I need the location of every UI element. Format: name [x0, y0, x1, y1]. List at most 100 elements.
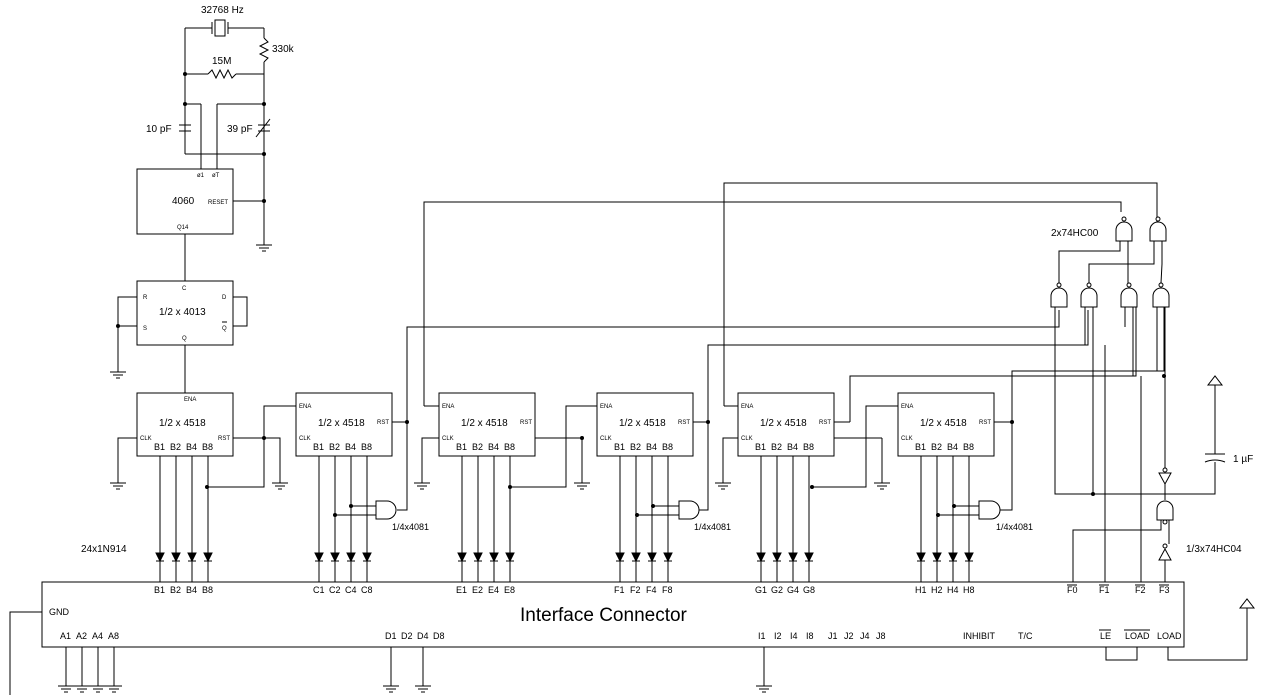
svg-text:D: D: [222, 295, 227, 301]
inverter-chip-label: 1/3x74HC04: [1186, 544, 1242, 555]
counter-ena-pin: ENA: [741, 404, 753, 410]
counter-rst-pin: RST: [979, 420, 991, 426]
load-label: LOAD: [1157, 631, 1182, 641]
counter-output-pin: B2: [329, 442, 340, 452]
counter-output-pin: B4: [787, 442, 798, 452]
connector-pin: B2: [170, 585, 181, 595]
counter-5: [737, 392, 835, 457]
counter-ena-pin: ENA: [442, 404, 454, 410]
connector-pin: H4: [947, 585, 959, 595]
connector-pin: H2: [931, 585, 943, 595]
gnd-label: GND: [49, 607, 70, 617]
counter-clk-pin: CLK: [901, 436, 913, 442]
counter-name: 1/2 x 4518: [159, 418, 206, 429]
counter-name: 1/2 x 4518: [920, 418, 967, 429]
connector-pin: I8: [806, 631, 814, 641]
diode: [772, 552, 782, 563]
connector-pin: E8: [504, 585, 515, 595]
inhibit-label: INHIBIT: [963, 631, 996, 641]
counter-name: 1/2 x 4518: [318, 418, 365, 429]
counter-output-pin: B4: [345, 442, 356, 452]
counter-output-pin: B2: [472, 442, 483, 452]
connector-pin: J2: [844, 631, 854, 641]
counter-output-pin: B4: [488, 442, 499, 452]
r15m-label: 15M: [212, 56, 231, 67]
svg-text:R: R: [143, 295, 148, 301]
connector-pin: A1: [60, 631, 71, 641]
connector-pin: D4: [417, 631, 429, 641]
diode-label: 24x1N914: [81, 544, 127, 555]
counter-output-pin: B2: [170, 442, 181, 452]
r330k-label: 330k: [272, 44, 295, 55]
counter-output-pin: B4: [186, 442, 197, 452]
c39pf-label: 39 pF: [227, 124, 253, 135]
diode: [916, 552, 926, 563]
counter-name: 1/2 x 4518: [619, 418, 666, 429]
counter-output-pin: B8: [361, 442, 372, 452]
counter-wiring: [117, 182, 1166, 511]
connector-pin: B8: [202, 585, 213, 595]
connector-pin: E4: [488, 585, 499, 595]
counter-output-pin: B8: [963, 442, 974, 452]
connector-pin: A2: [76, 631, 87, 641]
connector-pin: A4: [92, 631, 103, 641]
chip-4013-label: 1/2 x 4013: [159, 307, 206, 318]
connector-pin: J4: [860, 631, 870, 641]
load-bar-label: LOAD: [1125, 631, 1150, 641]
connector-pin: F2: [630, 585, 641, 595]
connector-pin: A8: [108, 631, 119, 641]
diode: [505, 552, 515, 563]
connector-title: Interface Connector: [520, 605, 688, 626]
svg-text:øT: øT: [212, 173, 220, 179]
connector-pin: E2: [472, 585, 483, 595]
and-label-3: 1/4x4081: [996, 522, 1033, 532]
svg-text:RESET: RESET: [208, 200, 228, 206]
counter-clk-pin: CLK: [140, 436, 152, 442]
counter-1: [136, 392, 234, 457]
chip-4060: 4060 RESET ø1 øT Q14: [136, 168, 234, 281]
connector-pin: J8: [876, 631, 886, 641]
diode: [489, 552, 499, 563]
connector-pin: I1: [758, 631, 766, 641]
le-label: LE: [1100, 631, 1111, 641]
diode: [362, 552, 372, 563]
counter-output-pin: B2: [931, 442, 942, 452]
connector-pin: F8: [662, 585, 673, 595]
diode: [647, 552, 657, 563]
counter-output-pin: B8: [202, 442, 213, 452]
counter-output-pin: B8: [504, 442, 515, 452]
counter-clk-pin: CLK: [600, 436, 612, 442]
interface-connector: Interface Connector GND INHIBIT T/C LE L…: [9, 581, 1256, 695]
counter-6: [897, 392, 995, 457]
crystal-label: 32768 Hz: [201, 5, 244, 16]
diode: [203, 552, 213, 563]
connector-pin: G2: [771, 585, 783, 595]
counter-rst-pin: RST: [520, 420, 532, 426]
counter-output-pin: B1: [313, 442, 324, 452]
connector-pin: F4: [646, 585, 657, 595]
diode: [756, 552, 766, 563]
diode: [155, 552, 165, 563]
connector-pin: G8: [803, 585, 815, 595]
diode: [615, 552, 625, 563]
oscillator-network: 32768 Hz 330k 15M 10 pF 39 pF: [146, 5, 295, 252]
diode: [330, 552, 340, 563]
chip-4013: 1/2 x 4013 C R D S Q Q: [110, 280, 248, 393]
diode: [804, 552, 814, 563]
counter-output-pin: B2: [630, 442, 641, 452]
counter-output-pin: B1: [755, 442, 766, 452]
svg-text:ø1: ø1: [197, 173, 205, 179]
diode: [314, 552, 324, 563]
connector-pin: C2: [329, 585, 341, 595]
counter-rst-pin: RST: [678, 420, 690, 426]
svg-text:Q: Q: [222, 326, 227, 332]
tc-label: T/C: [1018, 631, 1033, 641]
connector-pin: I4: [790, 631, 798, 641]
counter-output-pin: B1: [456, 442, 467, 452]
nand-network: 2x74HC00 1/: [1050, 216, 1253, 582]
counter-3: [438, 392, 536, 457]
counter-labels: 1/2 x 4518 ENA CLK RST B1 B2 B4 B8 1/2 x 4518 ENA…: [140, 397, 991, 452]
diode: [932, 552, 942, 563]
counter-rst-pin: RST: [218, 436, 230, 442]
